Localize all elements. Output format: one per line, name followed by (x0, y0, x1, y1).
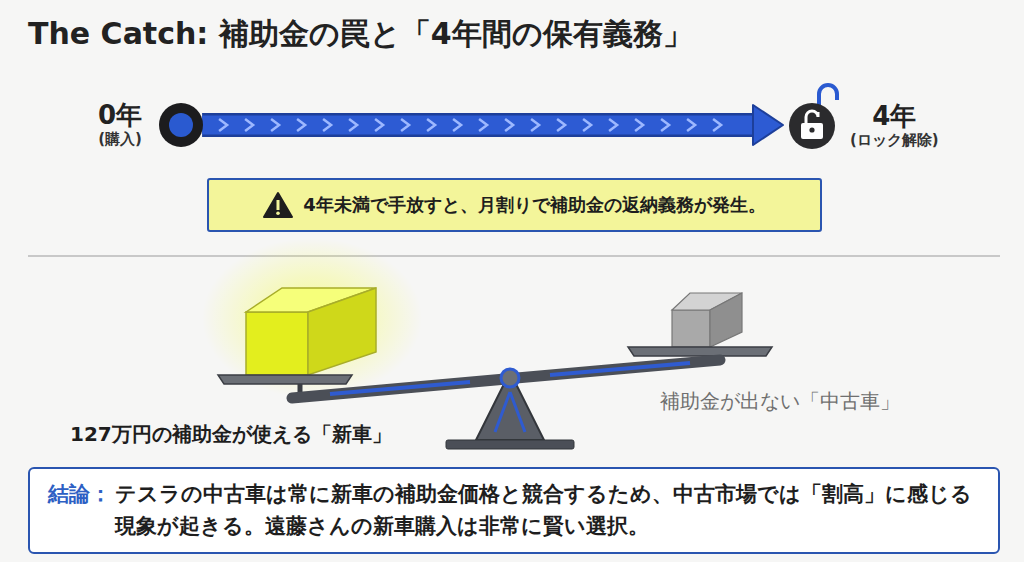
warning-triangle (264, 193, 292, 217)
arrow-chevron (557, 119, 565, 131)
arrow-chevron (583, 119, 591, 131)
scale-base (446, 440, 574, 449)
warning-icon (263, 191, 293, 219)
arrow-chevron (687, 119, 695, 131)
warning-bar (277, 200, 280, 210)
text-group: 0年(購入) (98, 101, 142, 149)
arrow-chevron (479, 119, 487, 131)
arrow-chevron (453, 119, 461, 131)
start-circle (156, 100, 206, 150)
left-pan (218, 375, 352, 384)
arrow-chevron (349, 119, 357, 131)
fulcrum-inlay (495, 392, 525, 432)
node-heading: 4年未満で手放すと、月割りで補助金の返納義務が発生。 (303, 192, 766, 217)
arrow-band (202, 116, 755, 135)
text-group: 4年(ロック解除) (850, 102, 939, 150)
arrow-chevron (635, 119, 643, 131)
timeline-start: 0年(購入) (98, 100, 206, 150)
arrow-chevron (323, 119, 331, 131)
arrow-chevron (297, 119, 305, 131)
arrow-chevron (271, 119, 279, 131)
lock-keyhole (809, 127, 814, 132)
used-car-label: 補助金が出ない「中古車」 (660, 388, 900, 415)
used-car-cube-front (672, 310, 710, 347)
pivot (501, 369, 519, 387)
new-car-cube-front (246, 312, 308, 375)
text-group: 4年未満で手放すと、月割りで補助金の返納義務が発生。 (303, 192, 766, 217)
timeline-arrow (202, 105, 783, 145)
arrow-head (753, 105, 783, 145)
warning-dot (276, 211, 280, 215)
new-car-cube-side (308, 288, 376, 375)
arrow-chevron (245, 119, 253, 131)
node-heading: 結論： (48, 479, 111, 511)
arrow-chevron (505, 119, 513, 131)
start-ring (159, 103, 203, 147)
new-car-label: 127万円の補助金が使える「新車」 (70, 421, 392, 448)
arrow-chevron (531, 119, 539, 131)
arrow-chevron (713, 119, 721, 131)
cube-glow (202, 238, 422, 398)
conclusion-box: 結論：テスラの中古車は常に新車の補助金価格と競合するため、中古市場では「割高」に… (28, 467, 1000, 554)
text-group: 結論：テスラの中古車は常に新車の補助金価格と競合するため、中古市場では「割高」に… (48, 479, 980, 542)
start-dot (169, 113, 193, 137)
node-text: テスラの中古車は常に新車の補助金価格と競合するため、中古市場では「割高」に感じる… (115, 479, 980, 542)
arrow-chevron (375, 119, 383, 131)
balance-scale (202, 238, 772, 449)
warning-callout: 4年未満で手放すと、月割りで補助金の返納義務が発生。 (207, 178, 822, 232)
node-heading: 4年 (872, 102, 916, 131)
lock-body (801, 123, 823, 139)
arrow-chevron (401, 119, 409, 131)
lock-circle (786, 82, 838, 152)
node-text: (ロック解除) (850, 131, 939, 151)
node-heading: 0年 (98, 101, 142, 130)
arrow-chevron (661, 119, 669, 131)
separator-line (28, 255, 1000, 257)
arrow-chevron (427, 119, 435, 131)
right-pan (628, 347, 772, 356)
node-text: (購入) (98, 130, 142, 150)
arrow-band-outline (202, 113, 755, 137)
used-car-cube-side (710, 293, 742, 347)
timeline-end: 4年(ロック解除) (786, 100, 939, 152)
arrow-chevron (219, 119, 227, 131)
arrow-chevron (609, 119, 617, 131)
lock-inner-shackle (806, 111, 818, 124)
lock-ring (789, 103, 835, 149)
title: The Catch: 補助金の罠と「4年間の保有義務」 (28, 14, 693, 55)
